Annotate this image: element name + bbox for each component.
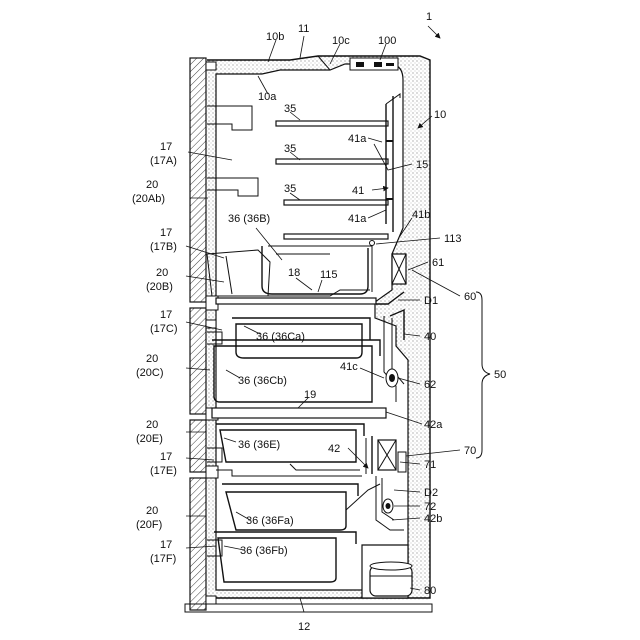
label-17-F: 17 [160,539,172,551]
label-113: 113 [444,233,462,245]
label-20C: (20C) [136,367,164,379]
label-20-F: 20 [146,505,158,517]
label-17-C: 17 [160,309,172,321]
label-41b: 41b [412,209,430,221]
label-19: 19 [304,389,316,401]
label-70: 70 [464,445,476,457]
label-17-A: 17 [160,141,172,153]
label-18: 18 [288,267,300,279]
label-10a: 10a [258,91,277,103]
door-20Ab [190,58,206,302]
shelf-35-2 [276,159,388,164]
label-36Cb: 36 (36Cb) [238,375,287,387]
shelf-upper-chilled [284,234,388,239]
label-D2: D2 [424,487,438,499]
label-17-E: 17 [160,451,172,463]
label-41c: 41c [340,361,358,373]
label-17C: (17C) [150,323,178,335]
label-100: 100 [378,35,396,47]
label-10c: 10c [332,35,350,47]
label-35-2: 35 [284,143,296,155]
label-20E: (20E) [136,433,163,445]
label-41a-1: 41a [348,133,367,145]
label-36Fb: 36 (36Fb) [240,545,288,557]
label-60: 60 [464,291,476,303]
bracket-50 [476,292,490,458]
label-42: 42 [328,443,340,455]
cooler-61 [392,254,406,284]
label-71: 71 [424,459,436,471]
door-20E [190,420,206,472]
label-17A: (17A) [150,155,177,167]
partition-19 [212,408,386,418]
shelf-35-1 [276,121,388,126]
fan-72 [383,499,393,513]
label-20Ab: (20Ab) [132,193,165,205]
shelf-35-3 [284,200,388,205]
label-41: 41 [352,185,364,197]
label-36E: 36 (36E) [238,439,280,451]
label-42b: 42b [424,513,442,525]
label-72: 72 [424,501,436,513]
label-15: 15 [416,159,428,171]
label-10b: 10b [266,31,284,43]
cabinet-body [207,56,430,600]
label-62: 62 [424,379,436,391]
label-17E: (17E) [150,465,177,477]
label-10: 10 [434,109,446,121]
label-42a: 42a [424,419,443,431]
label-20-C: 20 [146,353,158,365]
label-20B: (20B) [146,281,173,293]
label-80: 80 [424,585,436,597]
label-1: 1 [426,11,432,23]
label-20-B: 20 [156,267,168,279]
label-40: 40 [424,331,436,343]
label-D1: D1 [424,295,438,307]
label-20-A: 20 [146,179,158,191]
door-20C [190,308,206,414]
label-41a-2: 41a [348,213,367,225]
label-115: 115 [320,269,338,281]
label-11: 11 [298,23,309,35]
label-17F: (17F) [150,553,176,565]
label-36Ca: 36 (36Ca) [256,331,305,343]
label-17B: (17B) [150,241,177,253]
label-35-1: 35 [284,103,296,115]
inner-liner [216,64,408,590]
compressor-80 [370,562,412,596]
door-20F [190,478,206,610]
label-36B: 36 (36B) [228,213,270,225]
label-36Fa: 36 (36Fa) [246,515,294,527]
label-35-3: 35 [284,183,296,195]
label-61: 61 [432,257,444,269]
label-17-B: 17 [160,227,172,239]
label-50: 50 [494,369,506,381]
label-12: 12 [298,621,310,633]
fan-62 [386,369,398,387]
label-20F: (20F) [136,519,162,531]
label-20-E: 20 [146,419,158,431]
